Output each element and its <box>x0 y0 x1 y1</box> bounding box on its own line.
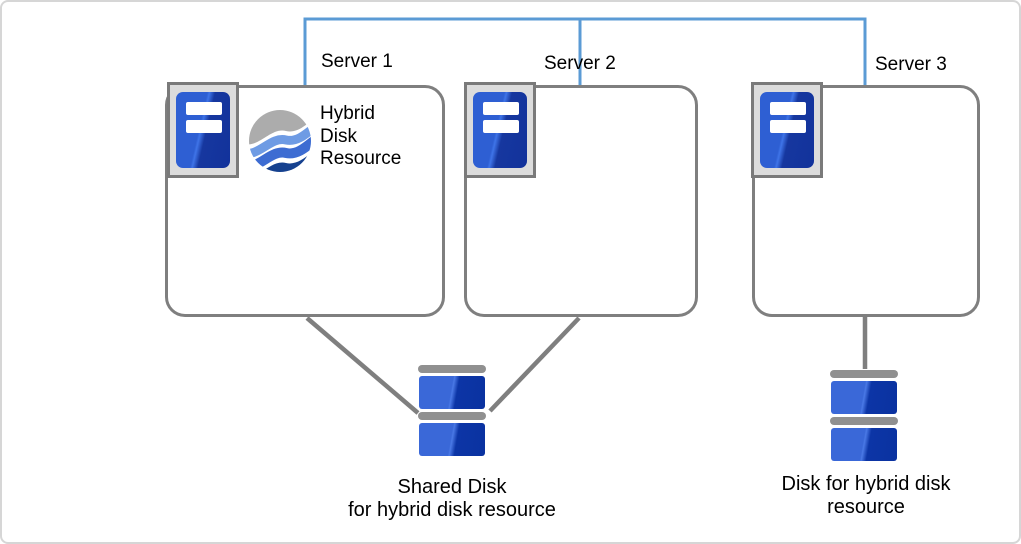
server2-shared-disk-line <box>488 316 581 413</box>
wave-sphere-icon <box>249 110 311 172</box>
server2-box <box>464 85 698 317</box>
disk-platter <box>831 428 897 461</box>
server-tower-icon <box>167 82 239 178</box>
disk-cap <box>830 417 898 425</box>
disk-platter <box>419 423 485 456</box>
server-tower-body <box>473 92 527 168</box>
disk-platter <box>831 381 897 414</box>
server-tower-icon <box>751 82 823 178</box>
interconnect-line <box>303 17 867 85</box>
server-drive-bay <box>186 120 222 133</box>
server-drive-bay <box>770 102 806 115</box>
shared-disk-caption-line1: Shared Disk <box>397 476 507 498</box>
server1-shared-disk-line <box>305 316 420 415</box>
hybrid-disk-caption-line2: resource <box>827 496 905 518</box>
hybrid-disk-caption-line1: Disk for hybrid disk <box>781 473 951 495</box>
hybrid-label-line2: Disk <box>320 125 357 147</box>
server-drive-bay <box>186 102 222 115</box>
server-drive-bay <box>483 120 519 133</box>
disk-cap <box>418 365 486 373</box>
hybrid-disk-icon <box>830 370 898 464</box>
server-drive-bay <box>770 120 806 133</box>
hybrid-disk-resource-label: Hybrid Disk Resource <box>320 103 401 171</box>
server-tower-body <box>760 92 814 168</box>
server-drive-bay <box>483 102 519 115</box>
server2-label: Server 2 <box>544 53 616 74</box>
server3-label: Server 3 <box>875 54 947 75</box>
server-tower-icon <box>464 82 536 178</box>
server1-label: Server 1 <box>321 51 393 72</box>
shared-disk-icon <box>418 365 486 459</box>
server-tower-body <box>176 92 230 168</box>
shared-disk-caption-line2: for hybrid disk resource <box>348 499 556 521</box>
shared-disk-caption: Shared Disk for hybrid disk resource <box>322 476 582 522</box>
disk-cap <box>418 412 486 420</box>
disk-platter <box>419 376 485 409</box>
hybrid-disk-caption: Disk for hybrid disk resource <box>736 473 996 519</box>
hybrid-label-line3: Resource <box>320 148 402 169</box>
hybrid-label-line1: Hybrid <box>320 103 375 124</box>
disk-cap <box>830 370 898 378</box>
